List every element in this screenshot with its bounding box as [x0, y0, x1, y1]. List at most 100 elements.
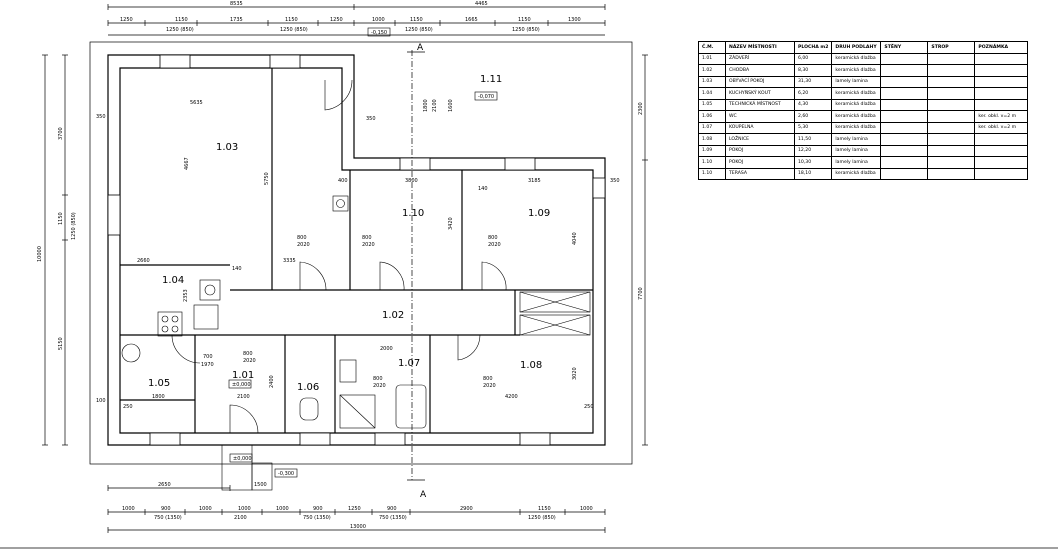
- col-header: STĚNY: [880, 41, 929, 54]
- door-swing: [229, 404, 259, 434]
- door-swing: [171, 334, 201, 364]
- dim-door-2020: 2020: [243, 358, 256, 364]
- dim-misc: 100: [96, 398, 106, 404]
- table-cell: [880, 64, 929, 77]
- table-cell: POKOJ: [725, 156, 795, 169]
- exterior-wall-inner: [119, 67, 594, 434]
- table-cell: WC: [725, 110, 795, 123]
- boiler: [199, 279, 221, 301]
- dim-left-lower: 5150: [58, 337, 64, 350]
- dim-door-800: 800: [373, 376, 383, 382]
- table-cell: lamely lamina: [831, 133, 882, 146]
- table-cell: 2,60: [793, 110, 833, 123]
- level-terrace: -0,150: [371, 30, 387, 36]
- window: [269, 54, 301, 69]
- window: [149, 432, 181, 446]
- dim-bottom: 1250: [348, 506, 361, 512]
- level-ground: -0,300: [278, 471, 294, 477]
- dim-left-upper: 3700: [58, 127, 64, 140]
- table-cell: keramická dlažba: [831, 110, 882, 123]
- dim-misc: 350: [366, 116, 376, 122]
- table-cell: [974, 156, 1028, 169]
- table-cell: 1.08: [698, 133, 726, 146]
- table-cell: KOUPELNA: [725, 121, 795, 134]
- table-cell: CHODBA: [725, 64, 795, 77]
- dim-misc: 250: [584, 404, 594, 410]
- table-cell: 12,20: [793, 144, 833, 157]
- table-cell: [927, 64, 976, 77]
- dim-door-2020: 2020: [483, 383, 496, 389]
- table-cell: [927, 144, 976, 157]
- room-label-108: 1.08: [520, 360, 542, 371]
- table-cell: 10,30: [793, 156, 833, 169]
- dim-misc: 350: [96, 114, 106, 120]
- table-cell: [974, 75, 1028, 88]
- table-cell: 31,30: [793, 75, 833, 88]
- section-mark-bottom: A: [420, 490, 427, 500]
- table-cell: KUCHYŇSKÝ KOUT: [725, 87, 795, 100]
- dim-misc: 2000: [380, 346, 393, 352]
- dim-top: 1000: [372, 17, 385, 23]
- door-swing: [481, 261, 507, 291]
- dim-misc: 350: [610, 178, 620, 184]
- entry-step: [221, 444, 253, 491]
- room-label-111: 1.11: [480, 74, 502, 85]
- table-cell: 1.04: [698, 87, 726, 100]
- dim-left-window-sub: 1250 (850): [71, 212, 77, 240]
- table-cell: 1.01: [698, 52, 726, 65]
- table-cell: 8,30: [793, 64, 833, 77]
- dim-door-800: 800: [483, 376, 493, 382]
- dim-room-105-w: 1800: [152, 394, 165, 400]
- table-cell: 11,50: [793, 133, 833, 146]
- window: [299, 432, 331, 446]
- dim-bottom-sub: 1250 (850): [528, 515, 556, 521]
- table-cell: [927, 75, 976, 88]
- room-label-101: 1.01: [232, 370, 254, 381]
- table-header-row: Č.M. NÁZEV MÍSTNOSTI PLOCHA m2 DRUH PODL…: [698, 41, 1028, 54]
- dim-bottom-sub: 750 (1350): [303, 515, 331, 521]
- dim-top-total-left: 8535: [230, 1, 243, 7]
- room-schedule-table: Č.M. NÁZEV MÍSTNOSTI PLOCHA m2 DRUH PODL…: [698, 41, 1028, 180]
- room-label-110: 1.10: [402, 208, 424, 219]
- dim-left-window: 1150: [58, 212, 64, 225]
- room-label-102: 1.02: [382, 310, 404, 321]
- col-header: Č.M.: [698, 41, 726, 54]
- dim-left-total: 10000: [37, 246, 43, 262]
- dim-room-108-w: 4200: [505, 394, 518, 400]
- table-cell: 1.06: [698, 110, 726, 123]
- table-cell: keramická dlažba: [831, 64, 882, 77]
- room-label-109: 1.09: [528, 208, 550, 219]
- table-cell: [974, 167, 1028, 180]
- dim-terrace-h3: 1600: [448, 99, 454, 112]
- window: [159, 54, 191, 69]
- table-cell: [927, 87, 976, 100]
- dim-misc: 2400: [269, 375, 275, 388]
- table-cell: 6,20: [793, 87, 833, 100]
- window: [399, 157, 431, 171]
- dim-bottom-sub: 2100: [234, 515, 247, 521]
- table-cell: [927, 156, 976, 169]
- window: [519, 432, 551, 446]
- dim-bottom-sub: 750 (1350): [379, 515, 407, 521]
- dim-misc: 250: [123, 404, 133, 410]
- dim-misc: 140: [232, 266, 242, 272]
- bathtub: [395, 384, 427, 429]
- dim-misc: 4040: [572, 232, 578, 245]
- table-cell: TECHNICKÁ MÍSTNOST: [725, 98, 795, 111]
- door-swing: [379, 261, 405, 291]
- table-cell: [927, 133, 976, 146]
- table-cell: 5,30: [793, 121, 833, 134]
- window: [374, 432, 406, 446]
- col-header: NÁZEV MÍSTNOSTI: [725, 41, 795, 54]
- dim-misc: 3020: [572, 367, 578, 380]
- table-cell: [880, 75, 929, 88]
- dim-bottom: 1000: [276, 506, 289, 512]
- table-cell: keramická dlažba: [831, 167, 882, 180]
